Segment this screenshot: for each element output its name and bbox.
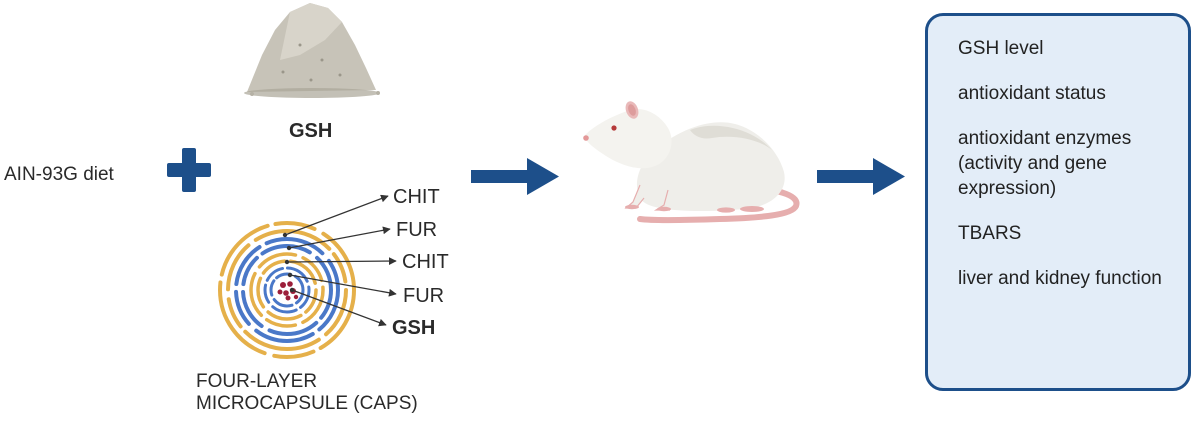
outcome-antioxidant-status: antioxidant status	[958, 83, 1106, 104]
leader-gsh-core	[291, 289, 387, 327]
plus-icon	[167, 148, 211, 192]
leader-chit-inner	[286, 257, 397, 265]
rat-icon	[583, 101, 800, 224]
layer-label-gsh-core: GSH	[392, 317, 436, 339]
outcome-liver-kidney-function: liver and kidney function	[958, 268, 1162, 289]
leader-fur-outer	[288, 226, 391, 249]
outcomes-box: GSH level antioxidant status antioxidant…	[925, 13, 1191, 391]
microcapsule-caption-line2: MICROCAPSULE (CAPS)	[196, 393, 418, 414]
layer-label-chit-outer: CHIT	[393, 186, 440, 208]
arrow-right-icon	[471, 158, 559, 195]
leader-chit-outer	[284, 194, 389, 236]
arrow-right-icon-2	[817, 158, 905, 195]
microcapsule-icon	[218, 221, 356, 359]
outcome-antioxidant-enzymes: antioxidant enzymes (activity and gene e…	[958, 128, 1132, 199]
leader-fur-inner	[289, 274, 397, 297]
layer-label-chit-inner: CHIT	[402, 251, 449, 273]
layer-label-fur-inner: FUR	[403, 285, 445, 307]
outcome-tbars: TBARS	[958, 223, 1022, 244]
layer-label-fur-outer: FUR	[396, 219, 438, 241]
outcome-gsh-level: GSH level	[958, 38, 1044, 59]
microcapsule-caption: FOUR-LAYER MICROCAPSULE (CAPS)	[196, 371, 476, 415]
powder-pile-icon	[244, 3, 380, 98]
gsh-powder-label: GSH	[289, 120, 333, 142]
microcapsule-caption-line1: FOUR-LAYER	[196, 371, 318, 392]
diet-label: AIN-93G diet	[4, 164, 114, 185]
